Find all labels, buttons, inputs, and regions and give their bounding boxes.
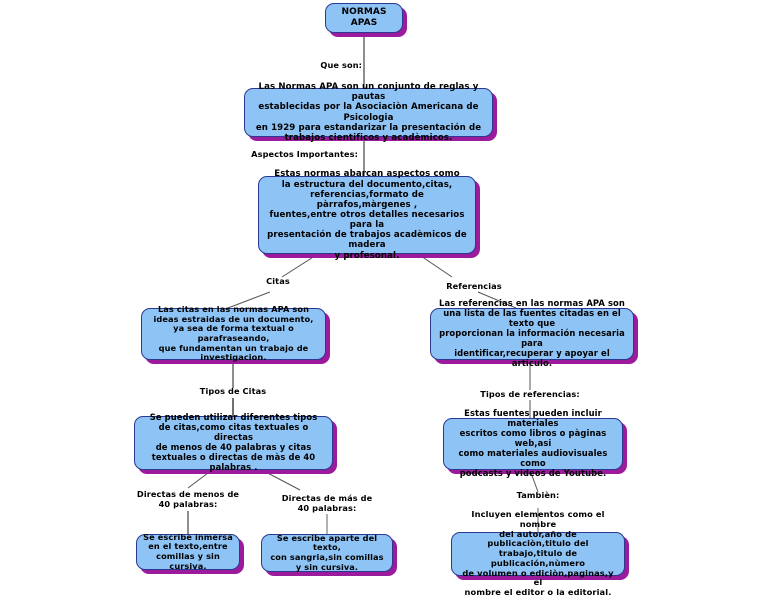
node-directas-mas-40[interactable]: Se escribe aparte del texto, con sangria… [261,532,393,572]
node-citas[interactable]: Las citas en las normas APA son ideas es… [141,303,326,363]
edge-label-tambien: Tambièn: [516,490,560,500]
node-aspectos-label: Estas normas abarcan aspectos como la es… [267,169,467,261]
node-directas-mas-40-label: Se escribe aparte del texto, con sangria… [270,532,384,572]
node-tipos-referencias[interactable]: Estas fuentes pueden incluir materiales … [443,408,623,478]
node-directas-menos-40-label: Se escribe inmersa en el texto,entre com… [143,531,233,571]
edge-label-aspectos-importantes: Aspectos Importantes: [251,149,358,159]
node-root-label: NORMAS APAS [341,7,387,28]
edge-label-referencias: Referencias [446,281,502,291]
edge-label-directas-mas-40: Directas de más de 40 palabras: [281,493,373,514]
node-referencias-label: Las referencias en las normas APA son un… [439,298,625,368]
node-tipos-citas[interactable]: Se pueden utilizar diferentes tipos de c… [134,412,333,472]
edge-tipocitas-to-mas40 [261,469,301,491]
edge-label-que-son: Que son: [320,60,362,70]
edge-label-citas: Citas [266,276,290,286]
node-tipos-referencias-label: Estas fuentes pueden incluir materiales … [458,408,608,478]
node-citas-label: Las citas en las normas APA son ideas es… [153,303,314,363]
node-root[interactable]: NORMAS APAS [325,3,403,33]
node-tipos-citas-label: Se pueden utilizar diferentes tipos de c… [149,412,318,472]
node-tambien[interactable]: Incluyen elementos como el nombre del au… [451,509,625,597]
node-que-son-label: Las Normas APA son un conjunto de reglas… [255,82,482,143]
concept-map-canvas: NORMAS APAS Que son: Las Normas APA son … [134,3,634,597]
edge-label-tipos-de-referencias: Tipos de referencias: [480,389,580,399]
node-aspectos[interactable]: Estas normas abarcan aspectos como la es… [258,169,476,261]
node-directas-menos-40[interactable]: Se escribe inmersa en el texto,entre com… [136,531,240,571]
node-tambien-label: Incluyen elementos como el nombre del au… [462,508,614,598]
node-que-son[interactable]: Las Normas APA son un conjunto de reglas… [244,82,493,143]
edge-label-tipos-de-citas: Tipos de Citas [199,386,267,396]
edge-label-directas-menos-40: Directas de menos de 40 palabras: [136,489,240,510]
node-referencias[interactable]: Las referencias en las normas APA son un… [430,298,634,368]
